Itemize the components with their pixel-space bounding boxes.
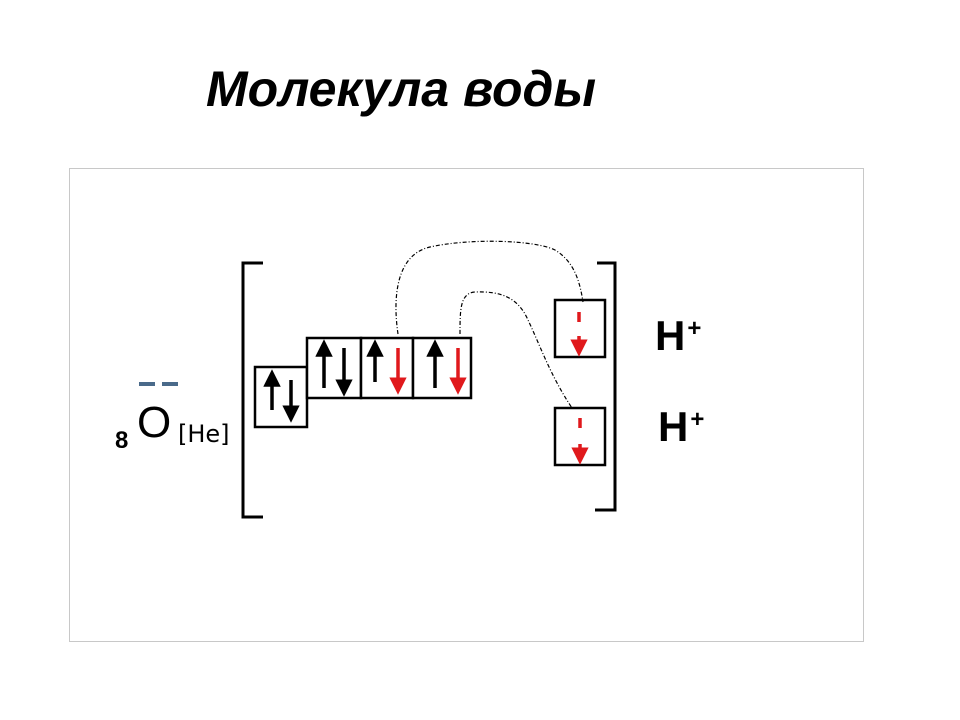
- hydrogen-symbol: H: [655, 312, 686, 359]
- bond-connector-1: [395, 240, 584, 335]
- bond-connector-2: [459, 291, 573, 409]
- hydrogen-charge: +: [690, 406, 705, 433]
- left-bracket: [241, 261, 263, 519]
- hydrogen-label-2: H+: [658, 403, 704, 451]
- hydrogen-orbital-1: [553, 298, 607, 359]
- orbital-2p-2: [359, 336, 415, 400]
- oxygen-symbol: O: [137, 398, 172, 447]
- atomic-number: 8: [115, 427, 129, 454]
- orbital-2p-3: [411, 336, 473, 400]
- orbital-2s: [253, 365, 309, 429]
- hydrogen-charge: +: [687, 315, 702, 342]
- right-bracket: [595, 261, 617, 512]
- diagram-panel: [69, 168, 864, 642]
- hydrogen-label-1: H+: [655, 312, 701, 360]
- hydrogen-orbital-2: [553, 406, 607, 467]
- core-configuration: [He]: [178, 420, 230, 448]
- hydrogen-symbol: H: [658, 403, 689, 450]
- orbital-2p-1: [305, 336, 363, 400]
- slide-title: Молекула воды: [206, 61, 597, 117]
